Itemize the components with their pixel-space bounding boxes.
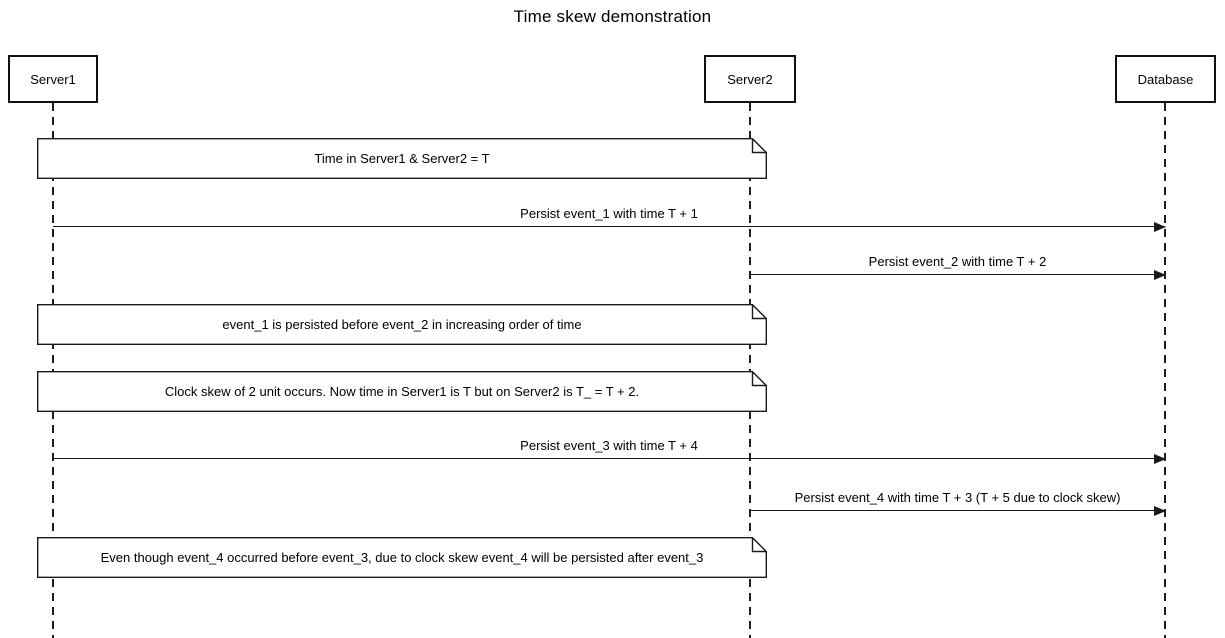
message-persist-event-2: Persist event_2 with time T + 2 (750, 253, 1166, 280)
note-shape (37, 138, 767, 179)
arrowhead-icon (1154, 454, 1166, 464)
note-shape (37, 304, 767, 345)
message-label: Persist event_4 with time T + 3 (T + 5 d… (794, 490, 1121, 505)
message-line (53, 226, 1165, 227)
lifeline-server1 (52, 103, 54, 638)
note-text: event_1 is persisted before event_2 in i… (222, 317, 582, 332)
message-line (750, 510, 1165, 511)
note-clock-skew: Clock skew of 2 unit occurs. Now time in… (37, 371, 767, 412)
participant-server1-label: Server1 (30, 71, 76, 87)
note-text: Time in Server1 & Server2 = T (314, 151, 490, 166)
note-persist-after: Even though event_4 occurred before even… (37, 537, 767, 578)
note-shape (37, 371, 767, 412)
diagram-title: Time skew demonstration (513, 7, 712, 26)
lifeline-server2 (749, 103, 751, 638)
message-line (53, 458, 1165, 459)
note-persist-order: event_1 is persisted before event_2 in i… (37, 304, 767, 345)
participant-server1: Server1 (8, 55, 98, 103)
note-time-equal: Time in Server1 & Server2 = T (37, 138, 767, 179)
note-shape (37, 537, 767, 578)
arrowhead-icon (1154, 506, 1166, 516)
message-persist-event-4: Persist event_4 with time T + 3 (T + 5 d… (750, 489, 1166, 516)
message-persist-event-1: Persist event_1 with time T + 1 (53, 205, 1166, 232)
message-persist-event-3: Persist event_3 with time T + 4 (53, 437, 1166, 464)
message-label: Persist event_2 with time T + 2 (868, 254, 1047, 269)
arrowhead-icon (1154, 222, 1166, 232)
participant-database: Database (1115, 55, 1216, 103)
arrowhead-icon (1154, 270, 1166, 280)
participant-server2-label: Server2 (727, 71, 773, 87)
participant-server2: Server2 (704, 55, 796, 103)
lifeline-database (1164, 103, 1166, 638)
participant-database-label: Database (1137, 71, 1194, 87)
message-label: Persist event_1 with time T + 1 (520, 206, 698, 221)
note-text: Clock skew of 2 unit occurs. Now time in… (164, 384, 640, 399)
note-text: Even though event_4 occurred before even… (100, 550, 704, 565)
message-line (750, 274, 1165, 275)
message-label: Persist event_3 with time T + 4 (520, 438, 698, 453)
